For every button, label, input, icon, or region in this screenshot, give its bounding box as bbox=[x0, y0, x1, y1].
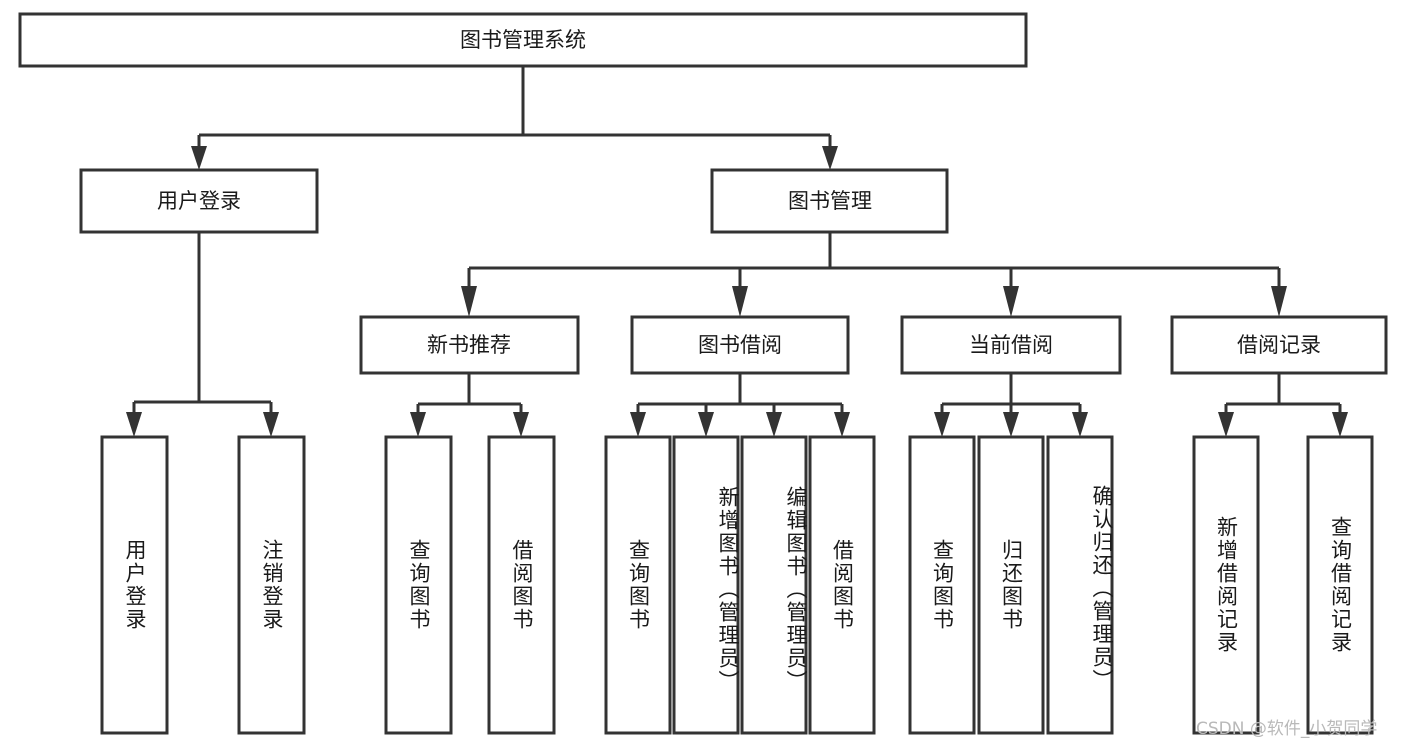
arrow-head-leaf-logout-login bbox=[263, 412, 279, 437]
node-borrow-record-label: 借阅记录 bbox=[1237, 333, 1321, 357]
arrow-head-borrow-record bbox=[1271, 286, 1287, 317]
watermark-text: CSDN @软件_小贺同学 bbox=[1196, 719, 1378, 739]
node-new-book-recommend-label: 新书推荐 bbox=[427, 333, 511, 357]
node-leaf-user-login[interactable] bbox=[100, 435, 169, 735]
node-leaf-query-book-3[interactable] bbox=[908, 435, 976, 735]
arrow-head-leaf-user-login bbox=[126, 412, 142, 437]
arrow-head-leaf-return-book bbox=[1003, 412, 1019, 437]
arrow-head-leaf-add-record bbox=[1218, 412, 1234, 437]
arrow-head-leaf-edit-book bbox=[766, 412, 782, 437]
node-leaf-query-book-1[interactable] bbox=[384, 435, 453, 735]
node-current-borrow-label: 当前借阅 bbox=[969, 333, 1053, 357]
arrow-head-leaf-query-book-3 bbox=[934, 412, 950, 437]
node-leaf-borrow-book-1[interactable] bbox=[487, 435, 556, 735]
arrow-head-leaf-query-book-1 bbox=[410, 412, 426, 437]
node-book-management[interactable] bbox=[710, 168, 949, 234]
node-book-borrow-label: 图书借阅 bbox=[698, 333, 782, 357]
arrow-head-book-management bbox=[822, 146, 838, 170]
arrow-head-leaf-query-record bbox=[1332, 412, 1348, 437]
arrow-head-user-login bbox=[191, 146, 207, 170]
arrow-head-leaf-confirm-return bbox=[1072, 412, 1088, 437]
node-leaf-query-record[interactable] bbox=[1306, 435, 1374, 735]
node-leaf-add-record[interactable] bbox=[1192, 435, 1260, 735]
node-user-login-label: 用户登录 bbox=[157, 189, 241, 213]
node-user-login[interactable] bbox=[79, 168, 319, 234]
connector-group bbox=[126, 66, 1348, 437]
node-root[interactable] bbox=[18, 12, 1028, 68]
arrow-head-leaf-add-book bbox=[698, 412, 714, 437]
arrow-head-new-book-recommend bbox=[461, 286, 477, 317]
node-current-borrow[interactable] bbox=[900, 315, 1122, 375]
node-leaf-confirm-return[interactable] bbox=[1046, 435, 1114, 735]
node-book-borrow[interactable] bbox=[630, 315, 850, 375]
node-root-label: 图书管理系统 bbox=[460, 28, 586, 52]
node-new-book-recommend[interactable] bbox=[359, 315, 580, 375]
node-book-management-label: 图书管理 bbox=[788, 189, 872, 213]
node-leaf-edit-book[interactable] bbox=[740, 435, 808, 735]
arrow-head-book-borrow bbox=[732, 286, 748, 317]
node-leaf-borrow-book-2[interactable] bbox=[808, 435, 876, 735]
arrow-head-leaf-borrow-book-1 bbox=[513, 412, 529, 437]
node-leaf-logout-login[interactable] bbox=[237, 435, 306, 735]
arrow-head-leaf-query-book-2 bbox=[630, 412, 646, 437]
node-leaf-add-book[interactable] bbox=[672, 435, 740, 735]
node-leaf-return-book[interactable] bbox=[977, 435, 1045, 735]
node-leaf-query-book-2[interactable] bbox=[604, 435, 672, 735]
arrow-head-leaf-borrow-book-2 bbox=[834, 412, 850, 437]
node-borrow-record[interactable] bbox=[1170, 315, 1388, 375]
arrow-head-current-borrow bbox=[1003, 286, 1019, 317]
